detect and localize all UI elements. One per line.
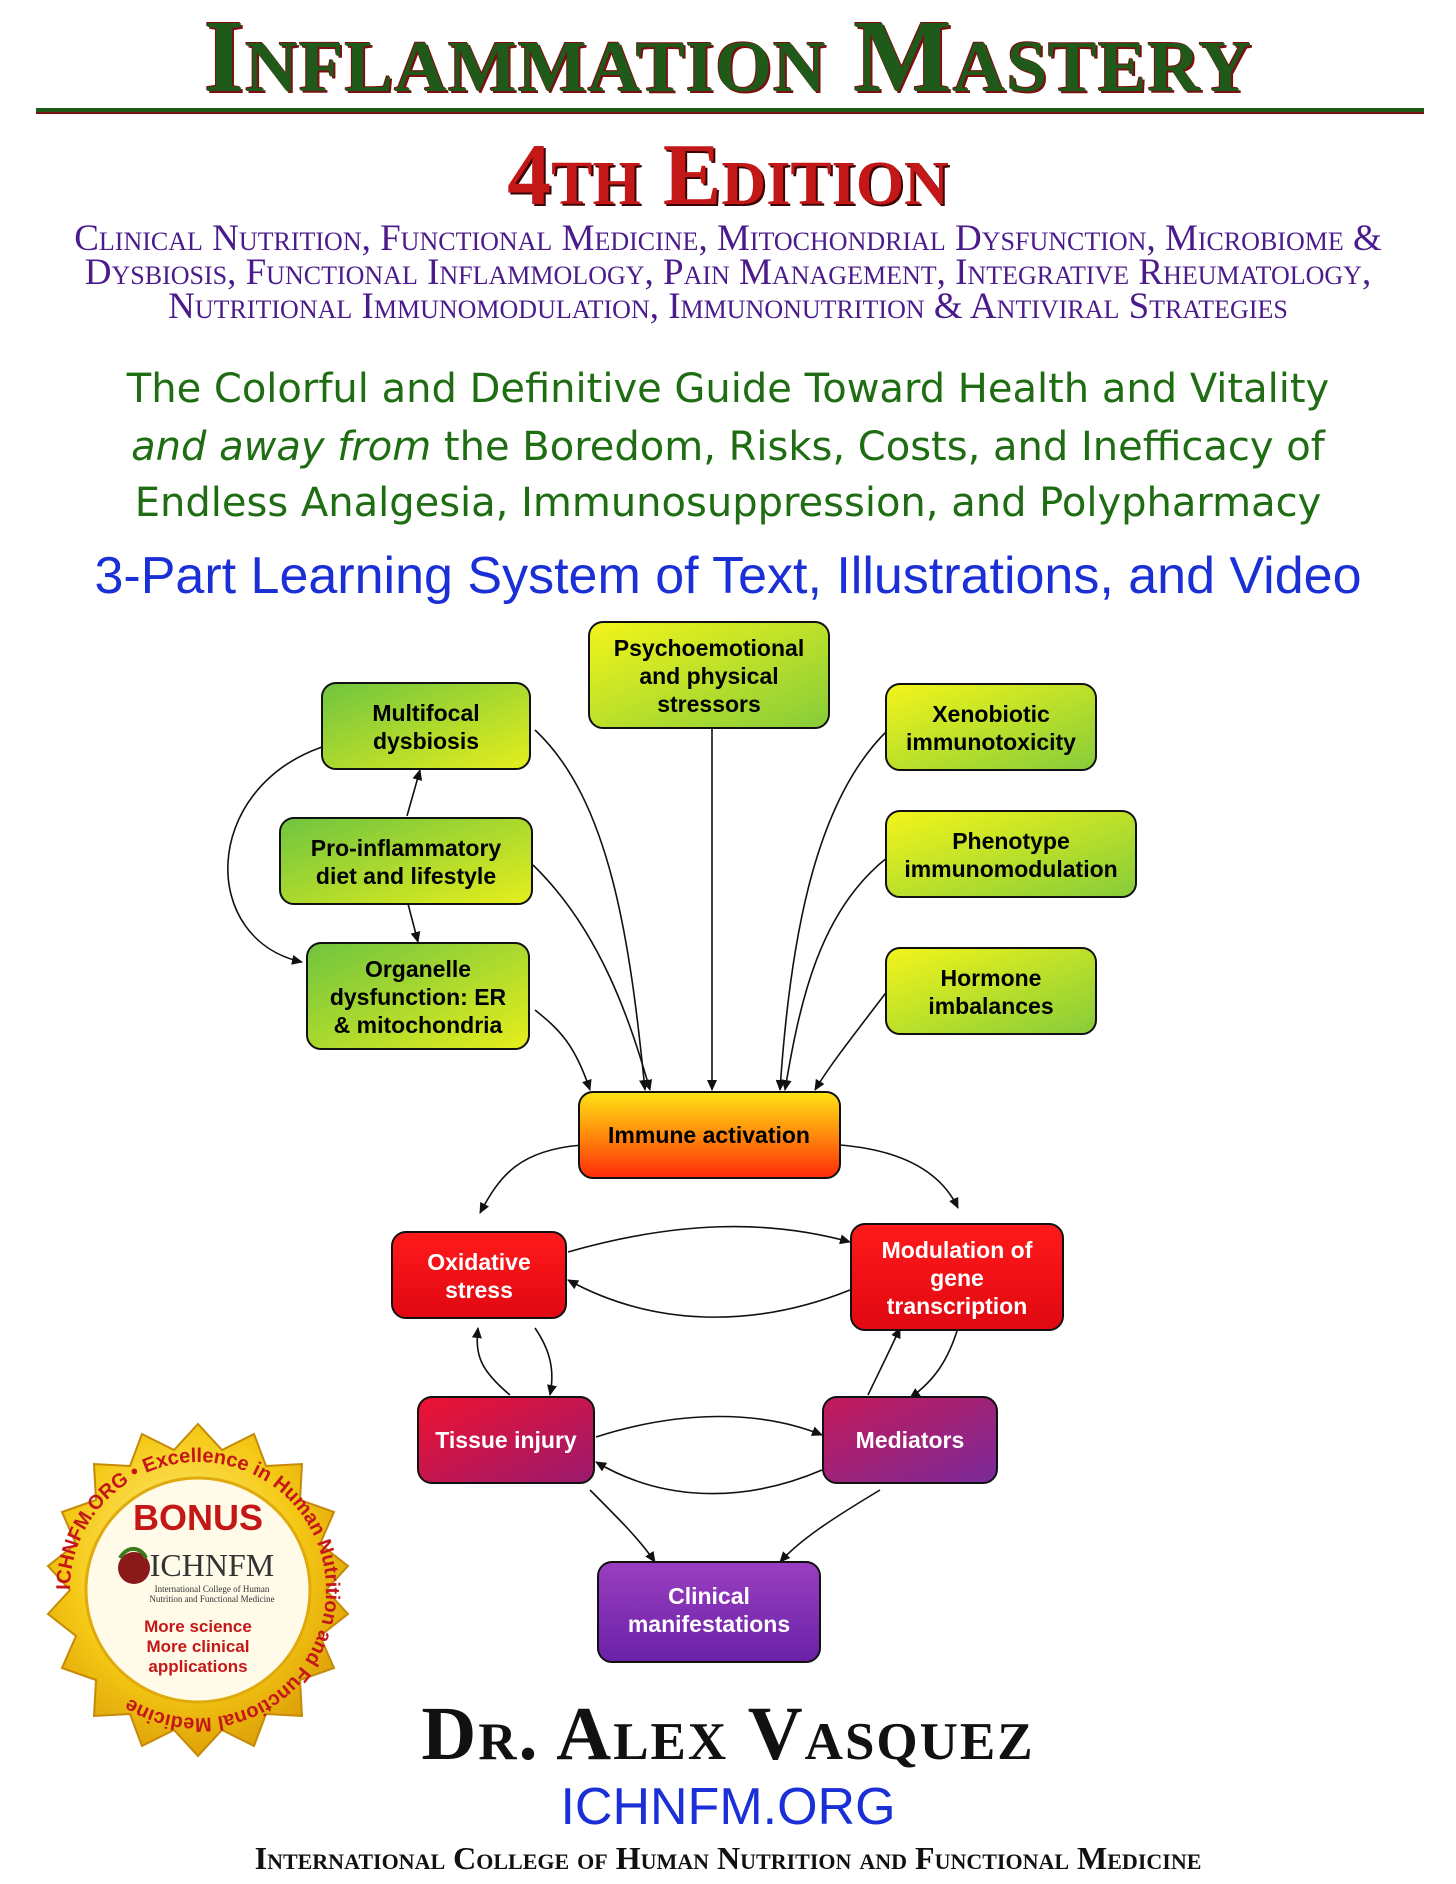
node-multifocal-line-2: dysbiosis: [373, 728, 479, 754]
seal-logo-sub-2: Nutrition and Functional Medicine: [149, 1594, 274, 1604]
edition-label: 4th Edition: [507, 127, 949, 224]
node-xenobiotic-immunotoxicity: Xenobiotic immunotoxicity: [885, 683, 1097, 771]
arrow-oxidative-to-tissue: [534, 1327, 557, 1396]
seal-logo-emblem: [118, 1552, 150, 1584]
node-modulation-line-1: Modulation of: [882, 1237, 1033, 1263]
node-multifocal-dysbiosis: Multifocal dysbiosis: [321, 682, 531, 770]
node-xenobiotic-line-1: Xenobiotic: [932, 701, 1050, 727]
seal-bonus: BONUS: [133, 1497, 263, 1538]
node-mediators-line-1: Mediators: [856, 1427, 965, 1453]
node-phenotype-line-2: immunomodulation: [904, 856, 1117, 882]
tagline-line-2-rest: the Boredom, Risks, Costs, and Inefficac…: [431, 424, 1325, 470]
node-phenotype-line-1: Phenotype: [952, 828, 1070, 854]
arrow-hormone-to-immune: [814, 989, 889, 1091]
seal-line-3: applications: [148, 1657, 247, 1676]
node-modulation-line-2: gene: [930, 1265, 984, 1291]
node-xenobiotic-line-2: immunotoxicity: [906, 729, 1076, 755]
node-oxidative-stress: Oxidative stress: [391, 1231, 567, 1319]
inflammation-flow-diagram: Multifocal dysbiosis Pro-inflammatory di…: [227, 621, 1137, 1663]
arrow-modulation-to-mediators: [909, 1327, 959, 1399]
node-proinflammatory-diet: Pro-inflammatory diet and lifestyle: [279, 817, 533, 905]
topics-list: Clinical Nutrition, Functional Medicine,…: [74, 218, 1382, 327]
node-hormone-imbalances: Hormone imbalances: [885, 947, 1097, 1035]
arrow-proinflammatory-to-multifocal: [406, 769, 423, 817]
arrow-organelle-to-immune: [534, 1009, 592, 1091]
tagline-italic: and away from: [131, 424, 432, 470]
node-hormone-line-1: Hormone: [941, 965, 1042, 991]
arrow-proinflammatory-to-organelle: [406, 899, 421, 943]
node-oxidative-line-1: Oxidative: [427, 1249, 531, 1275]
arrow-proinflammatory-to-immune: [532, 864, 653, 1091]
arrow-mediators-to-tissue: [595, 1461, 823, 1495]
arrow-tissue-to-clinical: [589, 1489, 656, 1563]
node-modulation-line-3: transcription: [887, 1293, 1028, 1319]
arrow-xenobiotic-to-immune: [775, 729, 889, 1091]
node-oxidative-line-2: stress: [445, 1277, 513, 1303]
node-phenotype-immunomodulation: Phenotype immunomodulation: [885, 810, 1137, 898]
title-underline: [36, 108, 1424, 114]
tagline-line-1: The Colorful and Definitive Guide Toward…: [126, 366, 1330, 412]
seal-logo-leaf: [118, 1547, 148, 1560]
author-name: Dr. Alex Vasquez: [421, 1692, 1035, 1776]
arrow-multifocal-to-immune: [534, 729, 649, 1091]
seal-inner-disc: [84, 1476, 312, 1704]
node-clinical-line-1: Clinical: [668, 1583, 750, 1609]
book-title: Inflammation Mastery: [203, 0, 1253, 114]
node-hormone-line-2: imbalances: [928, 993, 1053, 1019]
arrow-mediators-to-modulation: [867, 1327, 901, 1396]
node-tissue-line-1: Tissue injury: [435, 1427, 577, 1453]
node-organelle-line-3: & mitochondria: [334, 1012, 503, 1038]
arrow-modulation-to-oxidative: [567, 1279, 851, 1318]
node-organelle-line-2: dysfunction: ER: [330, 984, 507, 1010]
learning-system-line: 3-Part Learning System of Text, Illustra…: [94, 547, 1362, 605]
node-multifocal-line-1: Multifocal: [372, 700, 479, 726]
seal-line-1: More science: [144, 1617, 252, 1636]
node-psycho-line-1: Psychoemotional: [614, 635, 804, 661]
college-name: International College of Human Nutrition…: [254, 1840, 1202, 1876]
node-mediators: Mediators: [822, 1396, 998, 1484]
arrow-mediators-to-clinical: [779, 1489, 881, 1563]
arrow-phenotype-to-immune: [781, 856, 889, 1091]
node-tissue-injury: Tissue injury: [417, 1396, 595, 1484]
node-immune-activation: Immune activation: [578, 1091, 841, 1179]
arrow-multifocal-to-organelle: [227, 746, 323, 965]
node-immune-line-1: Immune activation: [608, 1122, 810, 1148]
arrow-immune-to-modulation: [839, 1144, 959, 1209]
node-organelle-line-1: Organelle: [365, 956, 471, 982]
arrow-tissue-to-mediators: [595, 1415, 823, 1438]
node-psycho-line-2: and physical: [639, 663, 778, 689]
arrow-oxidative-to-modulation: [567, 1225, 851, 1253]
node-clinical-manifestations: Clinical manifestations: [597, 1561, 821, 1663]
tagline-line-2: and away from the Boredom, Risks, Costs,…: [0, 418, 1456, 476]
tagline-line-3: Endless Analgesia, Immunosuppression, an…: [134, 480, 1322, 526]
node-proinflammatory-line-1: Pro-inflammatory: [311, 835, 502, 861]
node-modulation-gene-transcription: Modulation of gene transcription: [850, 1223, 1064, 1331]
bonus-seal: ICHNFM.ORG • Excellence in Human Nutriti…: [46, 1422, 350, 1758]
node-organelle-dysfunction: Organelle dysfunction: ER & mitochondria: [306, 942, 530, 1050]
arrow-immune-to-oxidative: [479, 1144, 583, 1214]
website-link[interactable]: ICHNFM.ORG: [560, 1778, 896, 1836]
seal-logo-text: ICHNFM: [150, 1547, 274, 1583]
arrow-tissue-to-oxidative: [471, 1327, 511, 1396]
seal-logo-sub-1: International College of Human: [155, 1584, 270, 1594]
node-psycho-line-3: stressors: [657, 691, 761, 717]
diagram-arrows: [227, 728, 959, 1563]
node-proinflammatory-line-2: diet and lifestyle: [316, 863, 496, 889]
node-psychoemotional-stressors: Psychoemotional and physical stressors: [588, 621, 830, 729]
seal-line-2: More clinical: [147, 1637, 250, 1656]
node-clinical-line-2: manifestations: [628, 1611, 790, 1637]
